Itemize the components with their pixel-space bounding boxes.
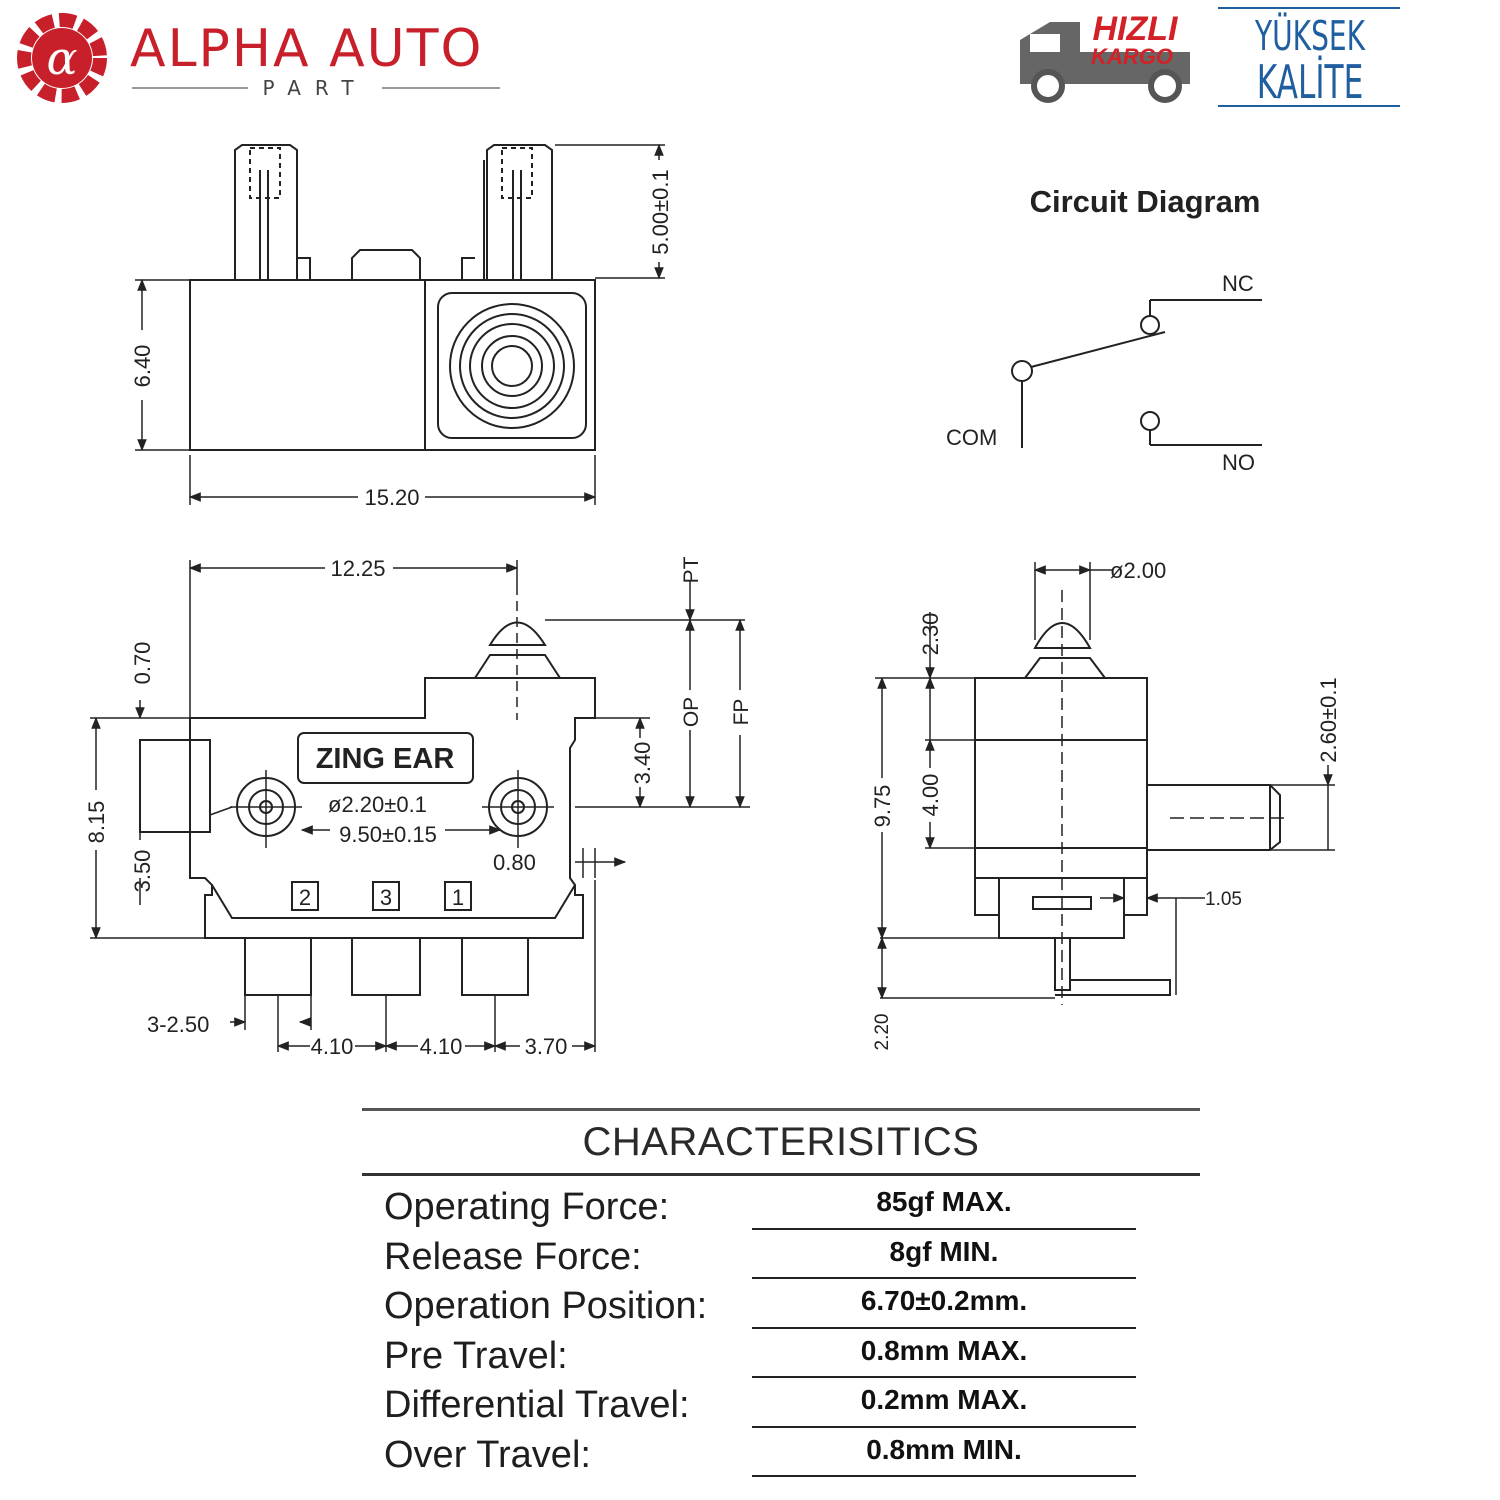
row-value: 85gf MAX. — [876, 1186, 1012, 1217]
dim-3-50: 3.50 — [130, 850, 155, 893]
dim-3-70: 3.70 — [525, 1034, 568, 1059]
pin-2: 2 — [299, 885, 311, 910]
brand-sub: PART — [262, 76, 367, 100]
characteristics-table: CHARACTERISITICS Operating Force: 85gf M… — [362, 1108, 1200, 1479]
row-label: Release Force: — [384, 1235, 642, 1278]
pin-3: 3 — [380, 885, 392, 910]
pin-1: 1 — [452, 885, 464, 910]
row-underline — [752, 1376, 1136, 1378]
row-value: 6.70±0.2mm. — [860, 1285, 1028, 1316]
quality-line2: KALİTE — [1257, 56, 1364, 110]
kargo-badge: HIZLI KARGO — [1020, 10, 1190, 103]
row-value: 8gf MIN. — [889, 1235, 999, 1267]
table-top-rule — [362, 1108, 1200, 1111]
dim-4-10-a: 4.10 — [311, 1034, 354, 1059]
dim-3-40: 3.40 — [630, 742, 655, 785]
row-value: 0.8mm MIN. — [866, 1433, 1022, 1465]
dim-12-25: 12.25 — [330, 556, 385, 581]
row-value: 0.2mm MAX. — [860, 1384, 1028, 1415]
table-row: Pre Travel: 0.8mm MAX. — [362, 1331, 1200, 1381]
circuit-title: Circuit Diagram — [1030, 184, 1261, 219]
quality-line1: YÜKSEK — [1254, 11, 1365, 60]
dim-pins: 3-2.50 — [147, 1012, 209, 1037]
front-view — [90, 560, 750, 1052]
table-row: Differential Travel: 0.2mm MAX. — [362, 1380, 1200, 1430]
label-pt: PT — [680, 556, 703, 583]
side-view — [875, 562, 1335, 1005]
dim-0-70: 0.70 — [130, 642, 155, 685]
row-label: Differential Travel: — [384, 1384, 690, 1426]
top-view — [135, 143, 665, 505]
table-row: Operation Position: 6.70±0.2mm. — [362, 1281, 1200, 1331]
table-title-rule — [362, 1173, 1200, 1176]
characteristics-title: CHARACTERISITICS — [582, 1120, 980, 1164]
dim-dia-2-00: ø2.00 — [1110, 558, 1166, 583]
row-label: Pre Travel: — [384, 1334, 568, 1377]
truck-icon — [1020, 22, 1190, 103]
quality-badge: YÜKSEK KALİTE — [1218, 7, 1400, 110]
svg-text:α: α — [46, 31, 77, 85]
table-row: Release Force: 8gf MIN. — [362, 1232, 1200, 1282]
row-label: Over Travel: — [384, 1433, 591, 1476]
circuit-nc: NC — [1222, 271, 1254, 296]
dim-2-30: 2.30 — [918, 613, 943, 656]
dim-width-15-20: 15.20 — [364, 485, 419, 510]
dim-8-15: 8.15 — [84, 801, 109, 844]
dim-9-75: 9.75 — [870, 785, 895, 828]
brand-logo: α ALPHA AUTO PART — [17, 13, 500, 103]
circuit-com: COM — [946, 425, 997, 450]
table-row: Operating Force: 85gf MAX. — [362, 1182, 1200, 1232]
label-fp: FP — [730, 699, 753, 726]
dim-terminal-5-00: 5.00±0.1 — [648, 169, 673, 254]
circuit-diagram: Circuit Diagram NC NO COM — [946, 184, 1262, 475]
row-value: 0.8mm MAX. — [860, 1334, 1028, 1366]
row-label: Operation Position: — [384, 1285, 708, 1327]
row-underline — [752, 1425, 1136, 1428]
row-underline — [752, 1326, 1136, 1329]
dim-4-00: 4.00 — [918, 774, 943, 817]
row-underline — [752, 1277, 1136, 1279]
dim-hole: ø2.20±0.1 — [328, 792, 427, 817]
row-underline — [752, 1227, 1136, 1230]
dim-2-60: 2.60±0.1 — [1316, 677, 1341, 762]
row-label: Operating Force: — [384, 1186, 670, 1228]
table-row: Over Travel: 0.8mm MIN. — [362, 1430, 1200, 1480]
kargo-line1: HIZLI — [1093, 10, 1180, 48]
circuit-no: NO — [1222, 450, 1255, 475]
label-op: OP — [680, 697, 703, 727]
dim-0-80: 0.80 — [493, 850, 536, 875]
dim-2-20: 2.20 — [872, 1014, 893, 1051]
kargo-line2: KARGO — [1091, 44, 1173, 69]
row-underline — [752, 1475, 1136, 1477]
alpha-gear-icon: α — [17, 13, 107, 103]
dim-4-10-b: 4.10 — [420, 1034, 463, 1059]
dim-pitch: 9.50±0.15 — [339, 822, 437, 847]
dim-1-05: 1.05 — [1205, 889, 1242, 910]
brand-name: ALPHA AUTO — [130, 19, 483, 79]
front-brand-label: ZING EAR — [316, 743, 455, 775]
dim-height-6-40: 6.40 — [130, 345, 155, 388]
